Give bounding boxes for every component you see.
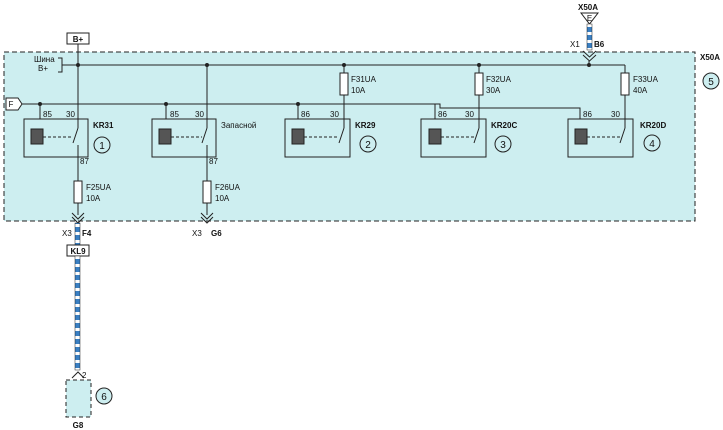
svg-text:KR29: KR29 [355, 121, 376, 130]
ground-g8: 2 G8 6 [65, 371, 113, 430]
svg-text:10A: 10A [215, 194, 230, 203]
fuse-f25ua: F25UA 10A [73, 180, 112, 204]
svg-text:F25UA: F25UA [86, 183, 112, 192]
svg-text:Шина: Шина [34, 55, 55, 64]
svg-text:F31UA: F31UA [351, 75, 377, 84]
output-x3-g6: X3 G6 [192, 212, 222, 238]
svg-text:B+: B+ [38, 64, 48, 73]
svg-text:KR20D: KR20D [640, 121, 666, 130]
svg-text:85: 85 [170, 110, 179, 119]
svg-text:X1: X1 [570, 40, 580, 49]
svg-text:86: 86 [438, 110, 447, 119]
svg-text:4: 4 [649, 139, 655, 150]
wire-label-kl9: KL9 [66, 244, 90, 257]
svg-text:87: 87 [80, 157, 89, 166]
power-input: B+ [66, 32, 90, 64]
svg-text:F26UA: F26UA [215, 183, 241, 192]
svg-text:X50A: X50A [578, 3, 598, 12]
svg-text:30: 30 [465, 110, 474, 119]
svg-text:KL9: KL9 [70, 247, 86, 256]
svg-text:B+: B+ [73, 35, 84, 44]
svg-text:30: 30 [66, 110, 75, 119]
svg-text:E: E [587, 14, 592, 23]
svg-text:87: 87 [209, 157, 218, 166]
relay-kr29: 86 30 KR29 2 [284, 110, 377, 158]
svg-text:X3: X3 [192, 229, 202, 238]
fuse-f32ua: F32UA 30A [474, 72, 512, 96]
svg-text:KR31: KR31 [93, 121, 114, 130]
svg-text:2: 2 [82, 371, 87, 380]
relay-kr31: 85 30 87 KR31 1 [23, 110, 114, 166]
svg-text:30: 30 [611, 110, 620, 119]
svg-text:F4: F4 [82, 229, 92, 238]
fuse-f33ua: F33UA 40A [620, 72, 659, 96]
svg-text:G8: G8 [73, 421, 84, 430]
svg-text:30A: 30A [486, 86, 501, 95]
svg-text:86: 86 [301, 110, 310, 119]
svg-text:1: 1 [99, 141, 105, 152]
fuse-f31ua: F31UA 10A [339, 72, 377, 96]
svg-text:10A: 10A [351, 86, 366, 95]
svg-text:5: 5 [708, 77, 714, 88]
svg-text:3: 3 [500, 140, 506, 151]
f-marker: F [5, 97, 23, 111]
relay-spare: 85 30 87 Запасной [151, 110, 256, 166]
fuse-f26ua: F26UA 10A [202, 180, 241, 204]
svg-text:85: 85 [43, 110, 52, 119]
svg-text:2: 2 [365, 140, 371, 151]
wire-kl9-lower [74, 255, 81, 371]
wire-kl9-upper [74, 222, 81, 246]
svg-text:G6: G6 [211, 229, 222, 238]
svg-text:F32UA: F32UA [486, 75, 512, 84]
svg-text:86: 86 [583, 110, 592, 119]
svg-text:30: 30 [195, 110, 204, 119]
svg-text:F33UA: F33UA [633, 75, 659, 84]
svg-text:10A: 10A [86, 194, 101, 203]
svg-text:B6: B6 [594, 40, 605, 49]
svg-text:F: F [9, 100, 14, 109]
svg-text:6: 6 [101, 392, 107, 403]
svg-text:X3: X3 [62, 229, 72, 238]
svg-text:Запасной: Запасной [221, 121, 256, 130]
relay-kr20c: 86 30 KR20C 3 [420, 110, 517, 158]
svg-text:KR20C: KR20C [491, 121, 517, 130]
module-name: X50A [700, 53, 720, 62]
relay-kr20d: 86 30 KR20D 4 [567, 110, 666, 158]
top-connector: X50A E X1 B6 [570, 3, 605, 62]
module-number-badge: 5 [702, 72, 720, 90]
svg-text:30: 30 [330, 110, 339, 119]
svg-text:40A: 40A [633, 86, 648, 95]
